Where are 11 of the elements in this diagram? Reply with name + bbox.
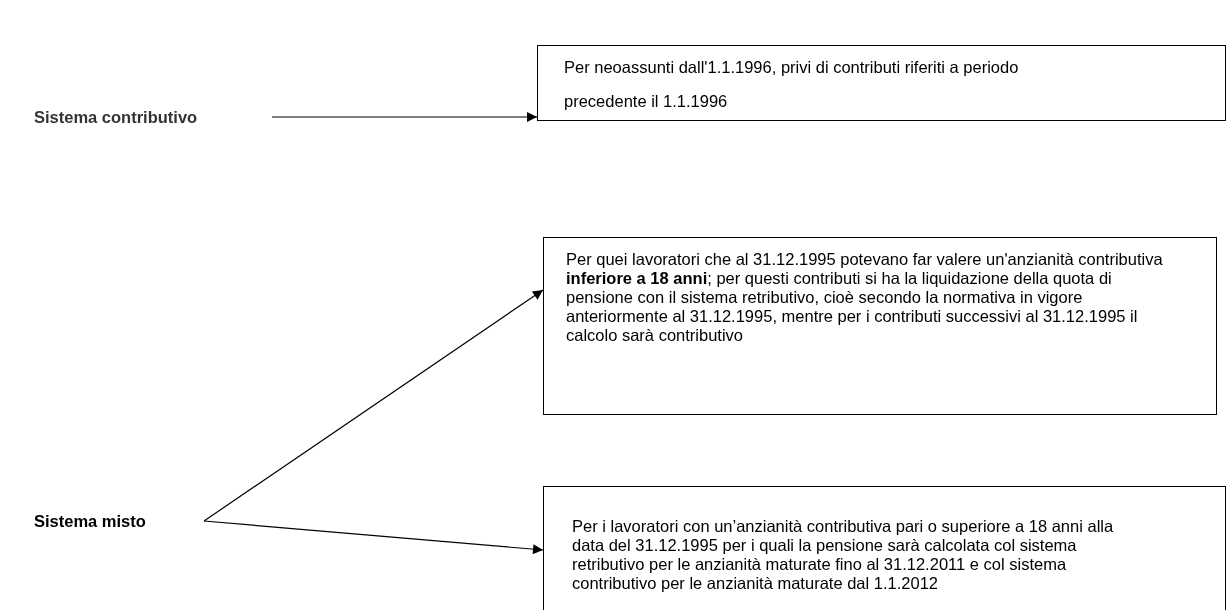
- label-text: Sistema contributivo: [34, 107, 198, 127]
- text-box: [543, 237, 1217, 415]
- box-text: Per quei lavoratori che al 31.12.1995 potevano far valere un'anzianità contributiva inferiore a 18 anni; per questi contributi si ha la liquidazione della quota di pensione con il sistema retributivo, cioè secondo la normativa in vigore anteriormente al 31.12.1995, mentre per i contributi successivi al 31.12.1995 il calcolo sarà contributivo: [566, 250, 1164, 345]
- text-box: [537, 45, 1226, 121]
- arrow: [203, 289, 544, 522]
- arrow: [203, 520, 544, 555]
- text-box: [543, 486, 1226, 610]
- box-text: Per i lavoratori con un’anzianità contributiva pari o superiore a 18 anni alla data del 31.12.1995 per i quali la pensione sarà calcolata col sistema retributivo per le anzianità maturate fino al 31.12.2011 e col sistema contributivo per le anzianità maturate dal 1.1.2012: [572, 517, 1115, 593]
- label-text: Sistema misto: [34, 511, 146, 531]
- arrow: [271, 112, 538, 122]
- box-text: Per neoassunti dall'1.1.1996, privi di contributi riferiti a periodo precedente il 1.1.1996: [564, 57, 1020, 112]
